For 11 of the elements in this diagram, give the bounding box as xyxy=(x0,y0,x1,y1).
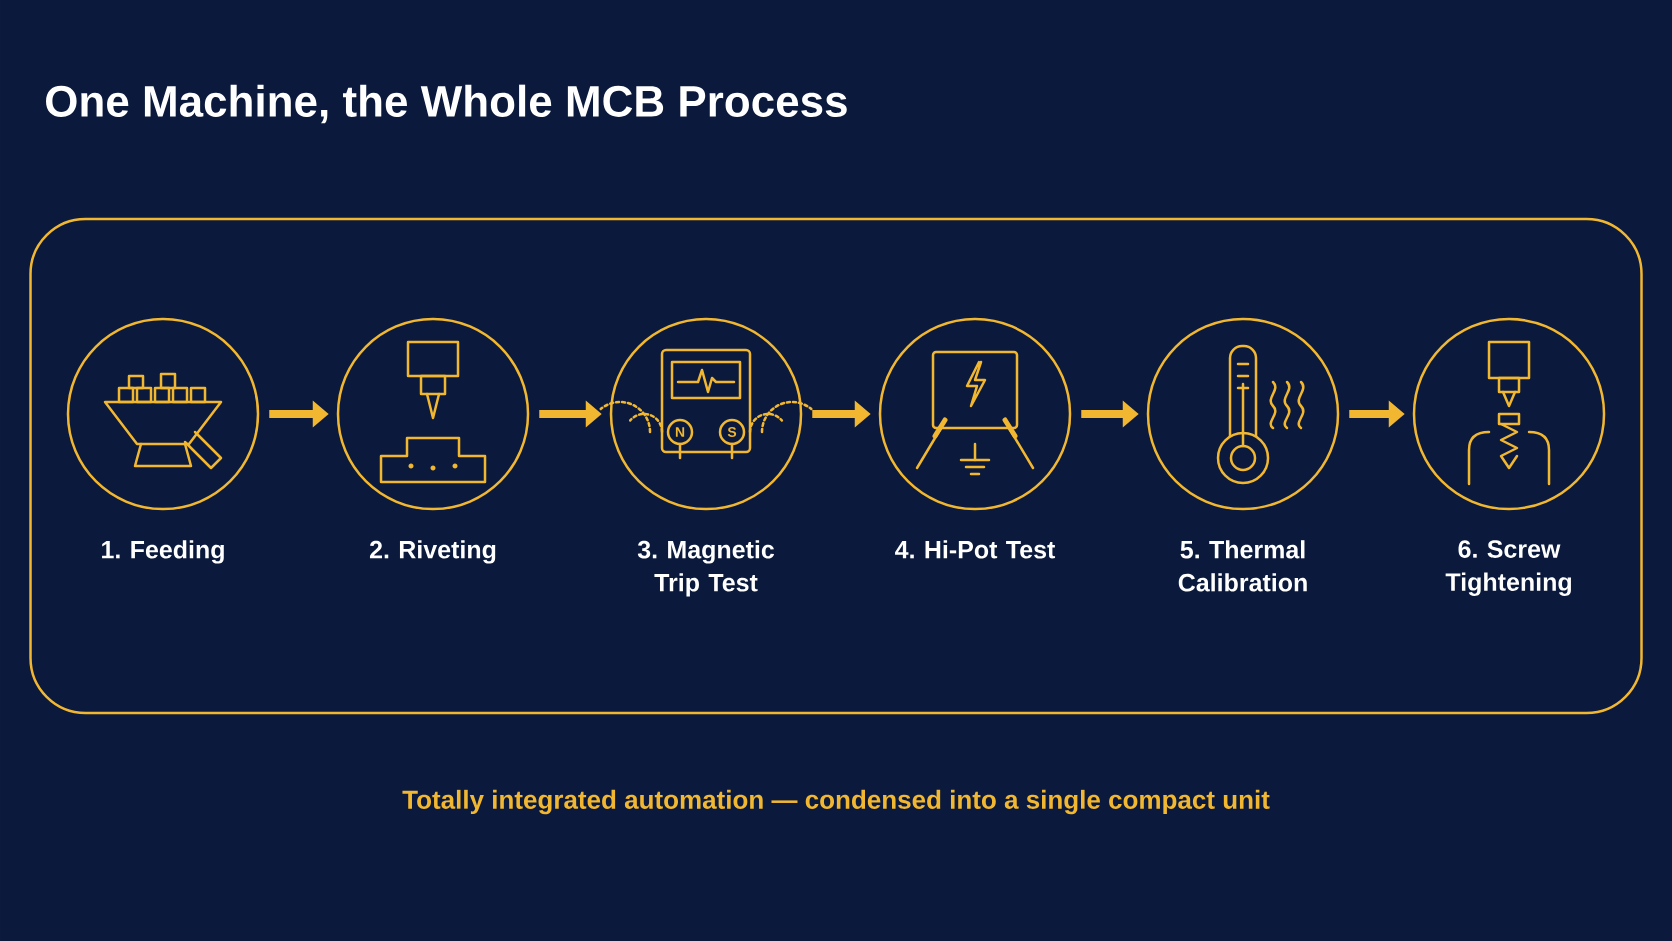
step-label: 3. Magnetic Trip Test xyxy=(637,540,775,597)
caption: Totally integrated automation — condensed into a single compact unit xyxy=(402,789,1270,815)
title: One Machine, the Whole MCB Process xyxy=(46,84,847,124)
step-label: 4. Hi-Pot Test xyxy=(895,540,1056,559)
step-label: 6. Screw Tightening xyxy=(1445,540,1571,596)
frame-box xyxy=(29,217,1643,715)
label: S xyxy=(727,427,737,437)
step-label: 2. Riveting xyxy=(369,540,496,564)
step-label: 5. Thermal Calibration xyxy=(1178,540,1307,592)
step-label: 1. Feeding xyxy=(102,540,224,564)
label: N xyxy=(675,427,685,437)
